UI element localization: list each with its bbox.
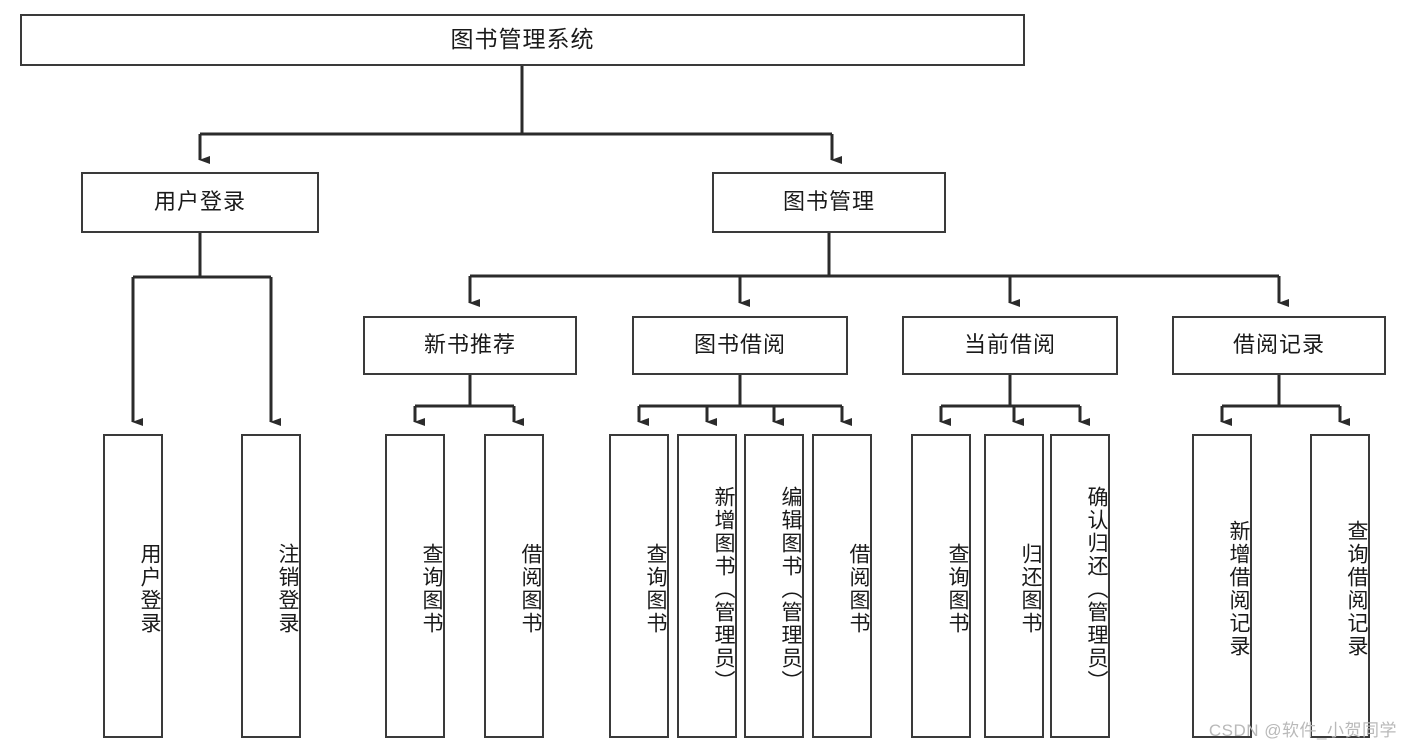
leaf-query-borrow-record[interactable]: 查询借阅记录 [1310, 434, 1370, 738]
node-label: 用户登录 [138, 543, 161, 635]
leaf-query-book-recommend[interactable]: 查询图书 [385, 434, 445, 738]
leaf-add-borrow-record[interactable]: 新增借阅记录 [1192, 434, 1252, 738]
node-label: 用户登录 [153, 189, 246, 215]
node-label: 当前借阅 [963, 332, 1056, 358]
node-label: 查询图书 [644, 543, 667, 635]
leaf-query-book-borrow[interactable]: 查询图书 [609, 434, 669, 738]
node-label: 查询图书 [420, 543, 443, 635]
leaf-borrow-book[interactable]: 借阅图书 [812, 434, 872, 738]
node-label: 图书管理 [782, 189, 875, 215]
node-label: 借阅记录 [1232, 332, 1325, 358]
node-label: 查询借阅记录 [1345, 520, 1368, 658]
node-label: 新书推荐 [423, 332, 516, 358]
leaf-logout[interactable]: 注销登录 [241, 434, 301, 738]
node-user-login[interactable]: 用户登录 [81, 172, 319, 233]
node-label: 借阅图书 [847, 543, 870, 635]
leaf-return-book[interactable]: 归还图书 [984, 434, 1044, 738]
leaf-edit-book-admin[interactable]: 编辑图书（管理员） [744, 434, 804, 738]
node-label: 借阅图书 [519, 543, 542, 635]
leaf-confirm-return-admin[interactable]: 确认归还（管理员） [1050, 434, 1110, 738]
node-current-borrow[interactable]: 当前借阅 [902, 316, 1118, 375]
node-label: 新增图书（管理员） [712, 485, 735, 693]
node-label: 查询图书 [946, 543, 969, 635]
node-label: 图书借阅 [693, 332, 786, 358]
node-label: 图书管理系统 [450, 26, 595, 53]
leaf-borrow-book-recommend[interactable]: 借阅图书 [484, 434, 544, 738]
node-new-book-recommend[interactable]: 新书推荐 [363, 316, 577, 375]
node-label: 归还图书 [1019, 543, 1042, 635]
node-book-management[interactable]: 图书管理 [712, 172, 946, 233]
node-book-borrow[interactable]: 图书借阅 [632, 316, 848, 375]
leaf-query-book-current[interactable]: 查询图书 [911, 434, 971, 738]
node-label: 编辑图书（管理员） [779, 485, 802, 693]
node-label: 新增借阅记录 [1227, 520, 1250, 658]
node-root[interactable]: 图书管理系统 [20, 14, 1025, 66]
leaf-user-login[interactable]: 用户登录 [103, 434, 163, 738]
leaf-add-book-admin[interactable]: 新增图书（管理员） [677, 434, 737, 738]
watermark: CSDN @软件_小贺同学 [1208, 721, 1397, 740]
node-label: 注销登录 [276, 543, 299, 635]
node-borrow-record[interactable]: 借阅记录 [1172, 316, 1386, 375]
node-label: 确认归还（管理员） [1085, 485, 1108, 693]
